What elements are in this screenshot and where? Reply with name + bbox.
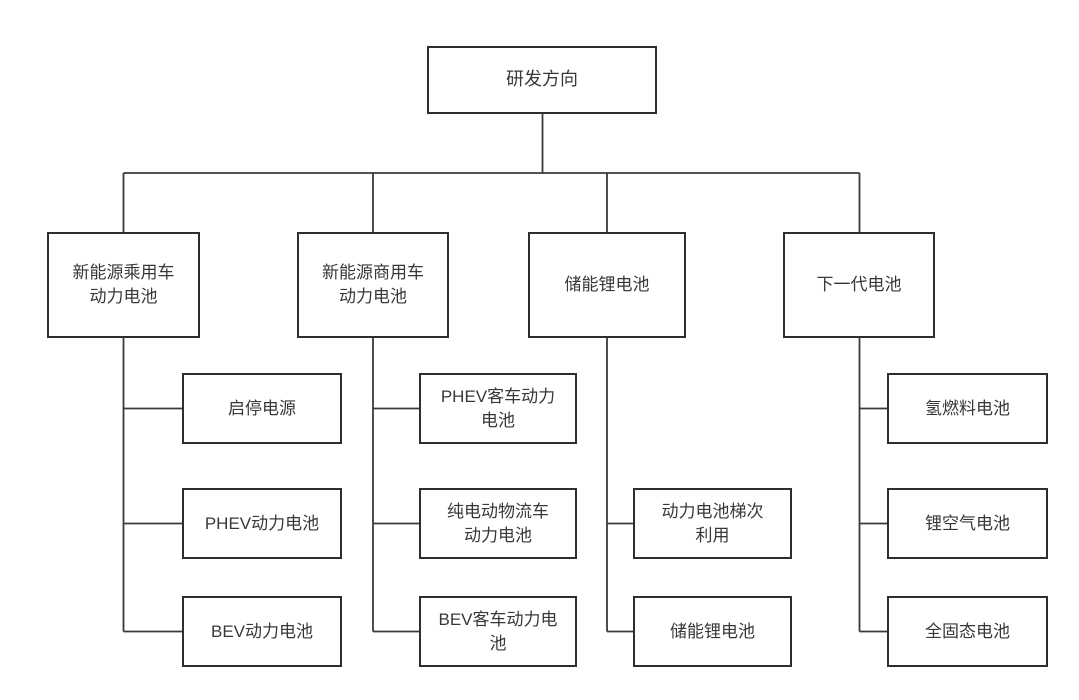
node-label: 启停电源	[228, 398, 296, 418]
node-label: 全固态电池	[925, 621, 1010, 641]
node-label: 储能锂电池	[670, 621, 755, 641]
node-label: 纯电动物流车 动力电池	[447, 501, 549, 545]
node-all-solid-state-battery: 全固态电池	[887, 596, 1048, 667]
node-label: 动力电池梯次 利用	[661, 501, 764, 545]
node-nev-passenger-battery: 新能源乘用车 动力电池	[47, 232, 200, 338]
node-storage-li-battery: 储能锂电池	[633, 596, 792, 667]
node-label: 储能锂电池	[564, 275, 650, 295]
node-next-gen-battery: 下一代电池	[783, 232, 935, 338]
node-label: BEV动力电池	[210, 621, 314, 641]
node-bev-bus-power-battery: BEV客车动力电 池	[419, 596, 577, 667]
node-pure-ev-logistics-battery: 纯电动物流车 动力电池	[419, 488, 577, 559]
node-label: 新能源商用车 动力电池	[322, 263, 424, 306]
node-start-stop-power: 启停电源	[182, 373, 342, 444]
node-label: 下一代电池	[816, 275, 902, 295]
node-label: 锂空气电池	[925, 513, 1010, 533]
node-rnd-direction: 研发方向	[427, 46, 657, 114]
node-bev-power-battery: BEV动力电池	[182, 596, 342, 667]
node-power-battery-echelon-use: 动力电池梯次 利用	[633, 488, 792, 559]
node-label: 氢燃料电池	[925, 398, 1010, 418]
node-label: PHEV客车动力 电池	[440, 386, 556, 430]
node-li-air-battery: 锂空气电池	[887, 488, 1048, 559]
node-energy-storage-li-battery: 储能锂电池	[528, 232, 686, 338]
node-phev-bus-power-battery: PHEV客车动力 电池	[419, 373, 577, 444]
node-label: BEV客车动力电 池	[438, 609, 558, 653]
node-phev-power-battery: PHEV动力电池	[182, 488, 342, 559]
node-label: 新能源乘用车 动力电池	[72, 263, 175, 306]
node-label: 研发方向	[506, 69, 578, 90]
node-nev-commercial-battery: 新能源商用车 动力电池	[297, 232, 449, 338]
node-label: PHEV动力电池	[204, 513, 320, 533]
node-hydrogen-fuel-cell: 氢燃料电池	[887, 373, 1048, 444]
